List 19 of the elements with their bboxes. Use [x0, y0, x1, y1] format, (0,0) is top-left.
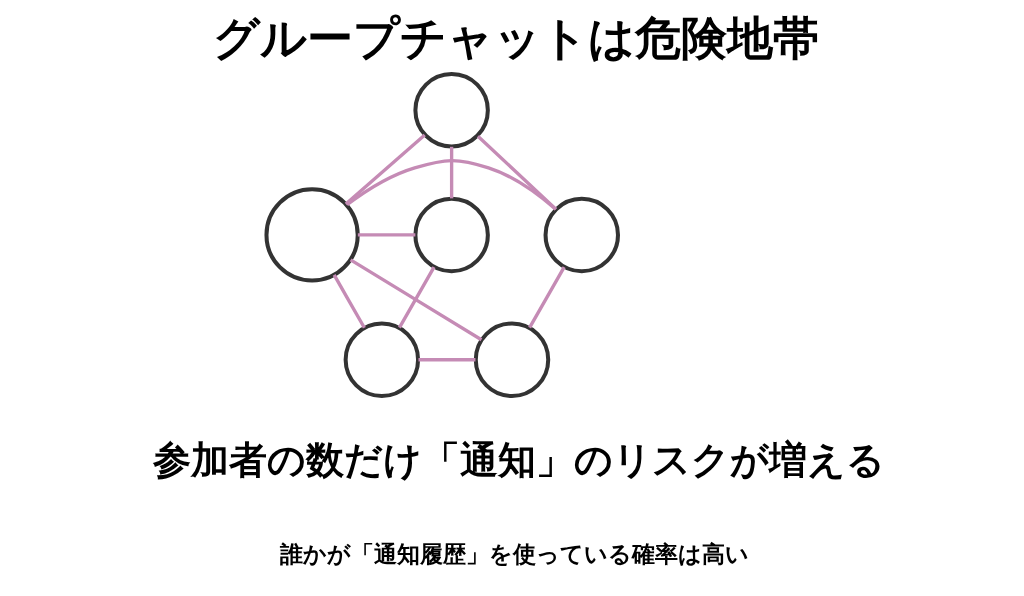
node-person — [343, 321, 421, 398]
label: 誰かが「通知履歴」を使っている確率は高い — [279, 541, 749, 568]
diagram-title: グループチャットは危険地帯 — [213, 12, 820, 66]
connector — [398, 266, 436, 329]
node-person — [264, 187, 360, 283]
connector — [418, 358, 476, 362]
label: 参加者の数だけ「通知」のリスクが増える — [153, 437, 886, 482]
node-person — [543, 196, 620, 274]
connector — [357, 233, 416, 237]
connector — [346, 158, 557, 211]
node-person — [473, 321, 551, 398]
connector — [476, 135, 558, 211]
connector — [349, 258, 483, 342]
node-person — [413, 196, 490, 274]
connector — [332, 274, 366, 329]
connector — [449, 146, 454, 199]
connector — [528, 266, 566, 329]
connector — [344, 133, 426, 206]
node-person — [413, 71, 490, 149]
